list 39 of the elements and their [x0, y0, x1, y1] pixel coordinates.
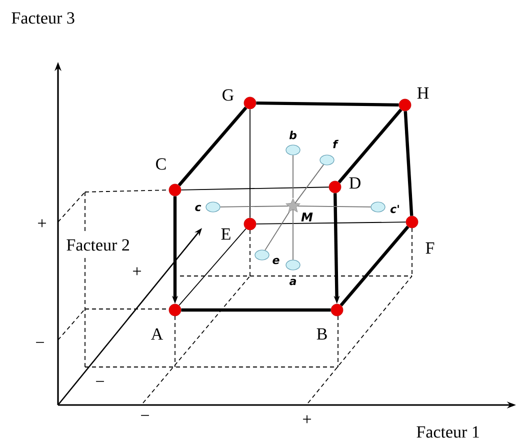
cube-edge — [340, 226, 410, 306]
point-label: G — [222, 89, 234, 101]
cube-edge — [181, 308, 331, 312]
cube-edge — [338, 108, 402, 184]
point-label: B — [316, 328, 327, 340]
point-label: e — [272, 258, 280, 264]
point-label: a — [289, 278, 296, 286]
axis-label: − — [36, 342, 44, 343]
cube-edge — [292, 154, 294, 198]
cube-edge — [256, 222, 406, 224]
point-label: D — [349, 177, 360, 189]
cube-edge — [180, 186, 330, 190]
cube-edge — [178, 228, 246, 306]
point-label: A — [151, 328, 164, 340]
point-label: E — [221, 228, 230, 240]
cube-edge — [220, 206, 289, 208]
point-label: c' — [390, 204, 399, 214]
axis-label: Facteur 1 — [416, 426, 479, 438]
point-label: H — [417, 87, 429, 99]
cube-edge — [178, 106, 248, 186]
cube-edge — [297, 206, 372, 208]
point-label: c — [195, 204, 202, 212]
point-label: M — [301, 212, 313, 222]
axis-label: Facteur 3 — [12, 12, 74, 24]
cube-edge — [256, 101, 399, 107]
cube-edge — [292, 209, 294, 260]
cube-edge — [264, 211, 290, 251]
point-label: C — [156, 158, 166, 170]
axis-label: + — [38, 219, 46, 228]
axis-label: + — [133, 267, 141, 276]
axis-label: − — [141, 414, 149, 416]
point-label: f — [333, 140, 339, 148]
point-label: F — [426, 242, 434, 254]
cube-edge — [404, 111, 414, 216]
axis-label: − — [96, 380, 104, 382]
cube-edge — [294, 164, 324, 204]
axis-label: + — [303, 415, 311, 424]
point-label: b — [289, 130, 296, 140]
axis-label: Facteur 2 — [66, 239, 129, 251]
